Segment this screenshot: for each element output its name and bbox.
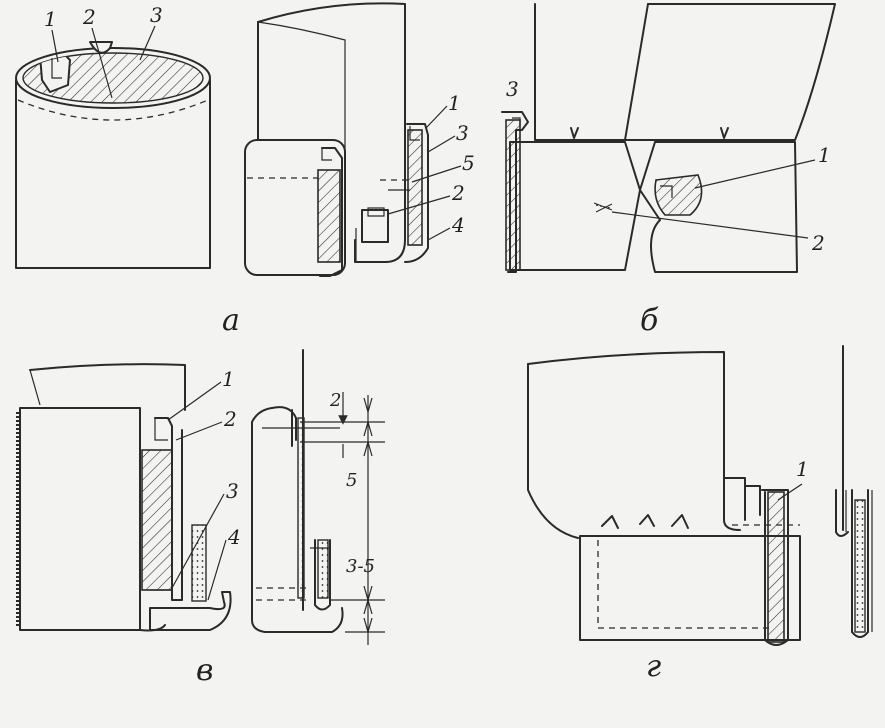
label-a1: 1 bbox=[44, 7, 57, 31]
figure-v-dimensions: 2 5 3-5 bbox=[329, 390, 375, 577]
label-ar1: 1 bbox=[448, 91, 461, 115]
label-v4: 4 bbox=[227, 525, 241, 549]
label-a2: 2 bbox=[82, 5, 96, 29]
caption-b: б bbox=[640, 303, 659, 338]
caption-a: а bbox=[222, 303, 240, 338]
figure-v-detail bbox=[251, 349, 385, 645]
dimension-3-5: 3-5 bbox=[346, 556, 375, 577]
label-ar2: 2 bbox=[451, 181, 465, 205]
label-v2: 2 bbox=[223, 407, 237, 431]
figure-b-labels: 3 1 2 bbox=[506, 77, 831, 255]
label-ar3: 3 bbox=[456, 121, 469, 145]
dimension-5: 5 bbox=[346, 470, 357, 491]
label-v3: 3 bbox=[226, 479, 239, 503]
figure-a-right-labels: 1 3 5 2 4 bbox=[387, 91, 475, 241]
figure-a-left-labels: 1 2 3 bbox=[44, 3, 163, 99]
figure-v bbox=[16, 363, 232, 632]
dimension-2: 2 bbox=[329, 390, 341, 411]
figure-a-cylinder bbox=[15, 41, 211, 269]
figure-a-section bbox=[244, 2, 429, 277]
figure-b bbox=[501, 3, 836, 273]
label-a3: 3 bbox=[150, 3, 163, 27]
label-g1: 1 bbox=[796, 457, 809, 481]
label-b3: 3 bbox=[506, 77, 519, 101]
caption-g: г bbox=[646, 649, 661, 684]
label-b1: 1 bbox=[818, 143, 831, 167]
caption-v: в bbox=[196, 653, 213, 688]
figure-g-detail bbox=[835, 345, 873, 638]
label-ar4: 4 bbox=[451, 213, 465, 237]
label-b2: 2 bbox=[811, 231, 825, 255]
label-ar5: 5 bbox=[462, 151, 475, 175]
figure-v-labels: 1 2 3 4 bbox=[167, 367, 241, 601]
label-v1: 1 bbox=[222, 367, 235, 391]
figure-g bbox=[527, 351, 803, 646]
